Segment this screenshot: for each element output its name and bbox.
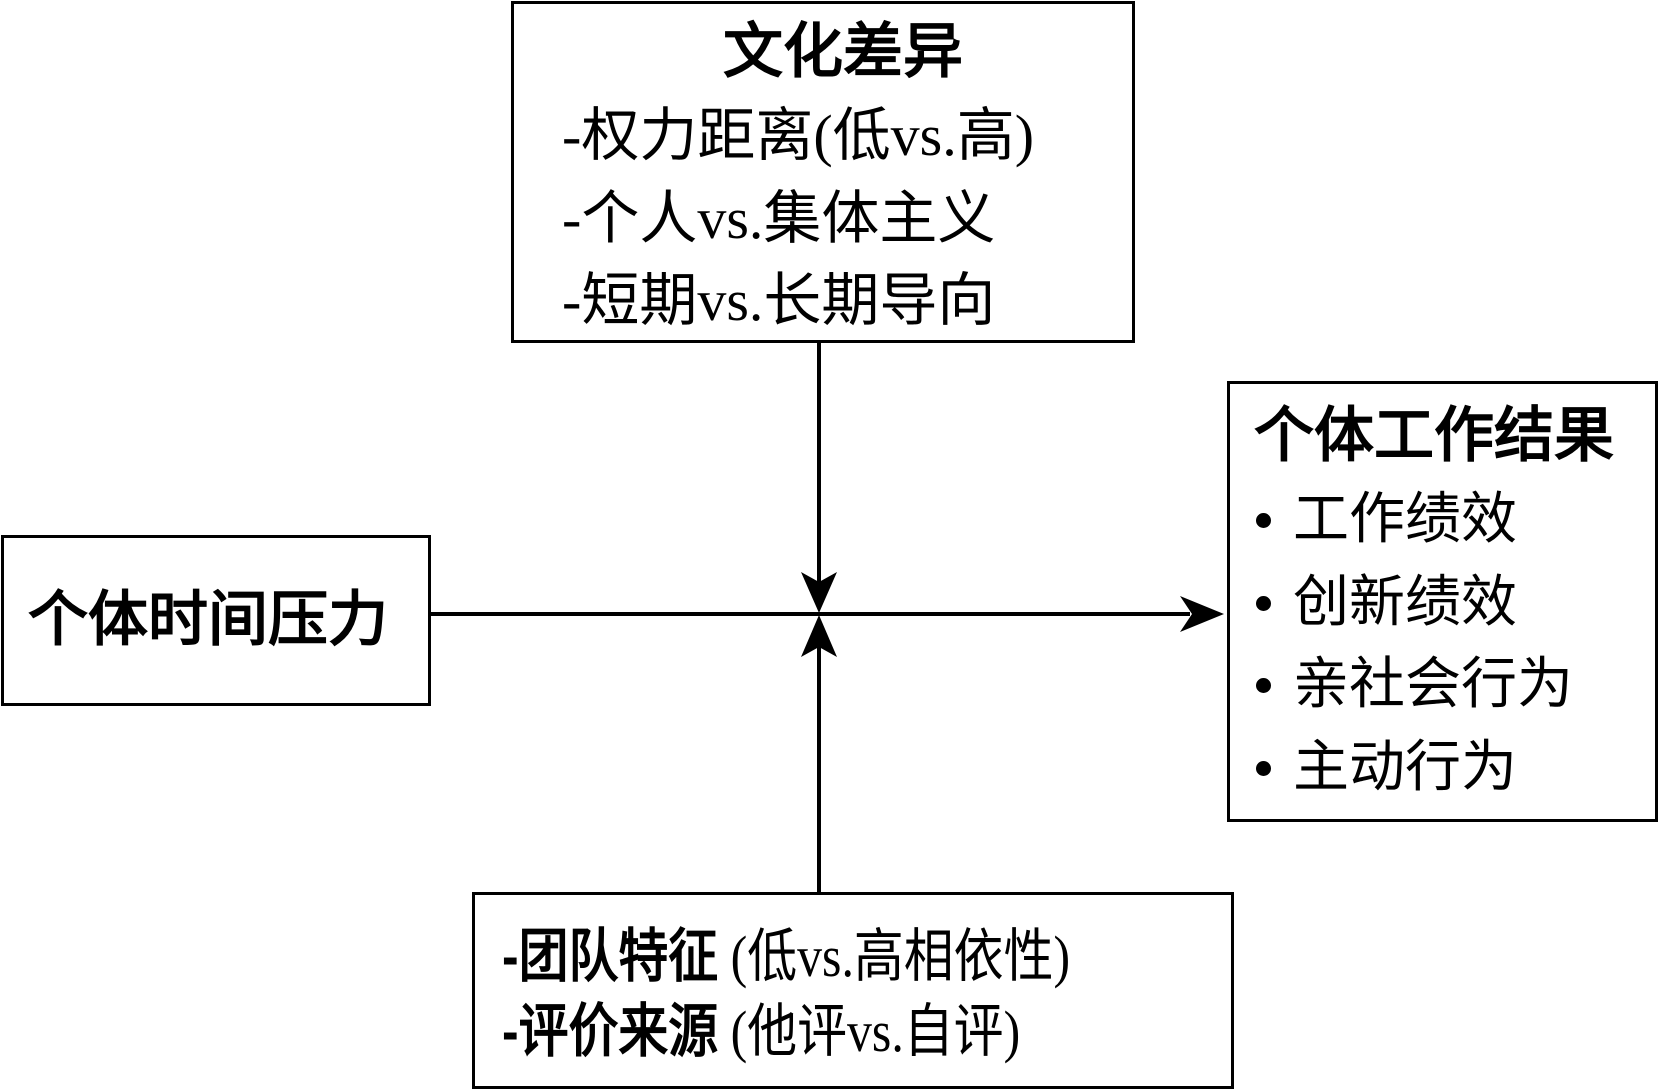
outcome-item-label: 工作绩效 — [1293, 489, 1517, 551]
culture-item-individualism: -个人vs.集体主义 — [562, 186, 996, 251]
culture-arrowhead-icon — [801, 572, 837, 613]
outcome-item-label: 亲社会行为 — [1293, 654, 1573, 716]
moderators-box: -团队特征 (低vs.高相依性) -评价来源 (他评vs.自评) — [472, 892, 1234, 1089]
time-pressure-title: 个体时间压力 — [28, 586, 388, 653]
outcome-item-label: 创新绩效 — [1293, 572, 1517, 634]
bullet-icon — [1256, 760, 1271, 776]
outcome-item: 亲社会行为 — [1256, 657, 1573, 713]
outcome-item: 创新绩效 — [1256, 575, 1517, 631]
culture-box-title: 文化差异 — [723, 18, 963, 85]
bullet-icon — [1256, 512, 1271, 528]
outcome-item: 主动行为 — [1256, 740, 1517, 796]
work-outcomes-box: 个体工作结果 工作绩效 创新绩效 亲社会行为 主动行为 — [1227, 381, 1658, 822]
moderator-label: -团队特征 — [502, 924, 719, 989]
main-arrowhead-icon — [1180, 596, 1224, 632]
moderator-label: -评价来源 — [502, 999, 719, 1064]
work-outcomes-title: 个体工作结果 — [1254, 402, 1614, 469]
outcome-item: 工作绩效 — [1256, 492, 1517, 548]
time-pressure-box: 个体时间压力 — [1, 535, 431, 706]
team-arrowhead-icon — [801, 615, 837, 657]
moderator-item-team: -团队特征 (低vs.高相依性) — [502, 928, 1070, 986]
bullet-icon — [1256, 595, 1271, 611]
moderator-detail: (低vs.高相依性) — [718, 924, 1071, 989]
culture-item-power-distance: -权力距离(低vs.高) — [562, 103, 1035, 168]
moderator-item-evaluation: -评价来源 (他评vs.自评) — [502, 1003, 1020, 1061]
culture-differences-box: 文化差异 -权力距离(低vs.高) -个人vs.集体主义 -短期vs.长期导向 — [511, 1, 1135, 343]
bullet-icon — [1256, 677, 1271, 693]
moderator-detail: (他评vs.自评) — [718, 999, 1021, 1064]
outcome-item-label: 主动行为 — [1293, 737, 1517, 799]
culture-item-time-orientation: -短期vs.长期导向 — [562, 268, 996, 333]
